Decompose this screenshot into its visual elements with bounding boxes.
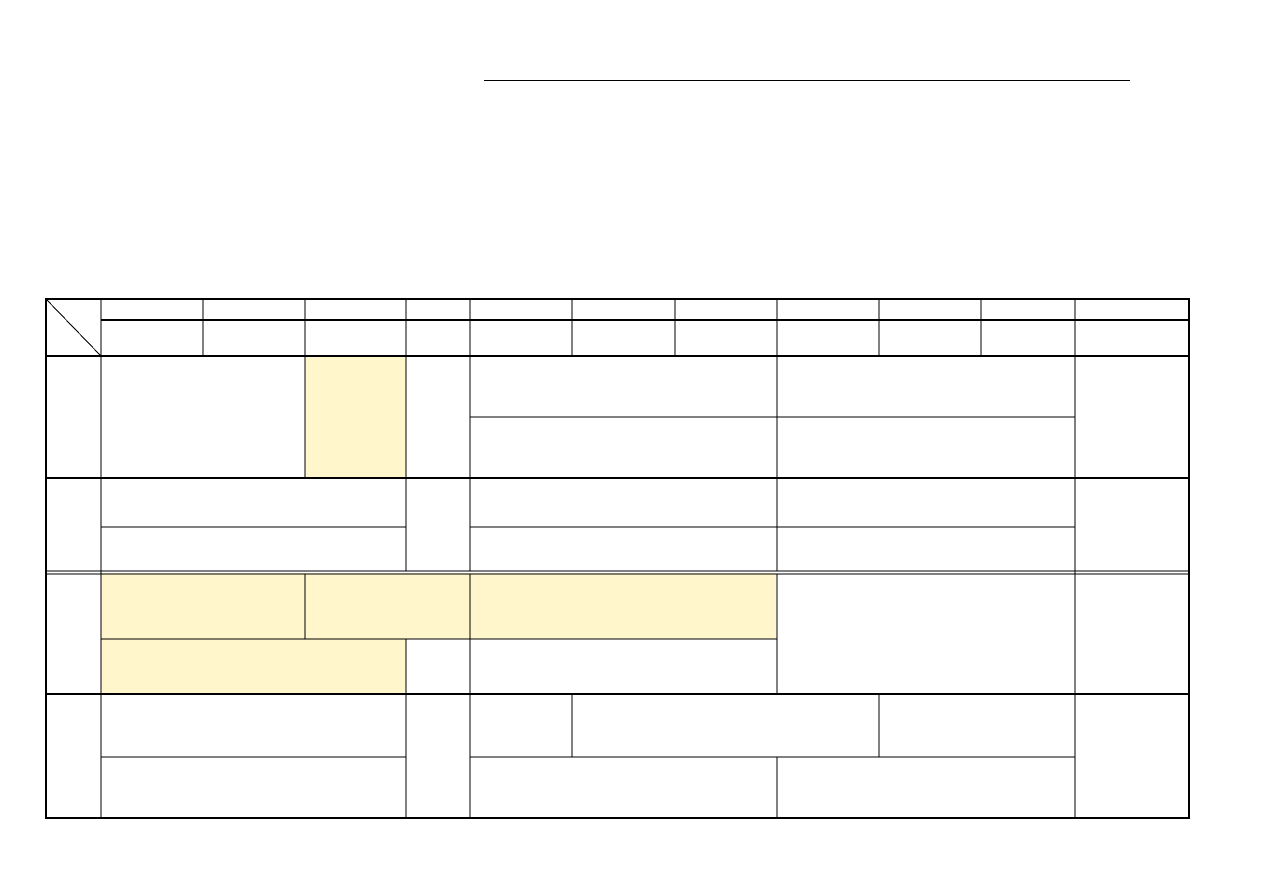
highlight-cell (101, 573, 305, 639)
highlight-cell (101, 639, 406, 694)
corner-diagonal (45, 298, 102, 357)
table-grid (45, 298, 1190, 819)
highlight-cell (470, 573, 776, 639)
title-underline (484, 80, 1130, 81)
table-border (45, 298, 1190, 819)
highlight-cell (305, 573, 470, 639)
timetable-sheet (45, 298, 1190, 819)
highlight-cell (305, 356, 406, 478)
